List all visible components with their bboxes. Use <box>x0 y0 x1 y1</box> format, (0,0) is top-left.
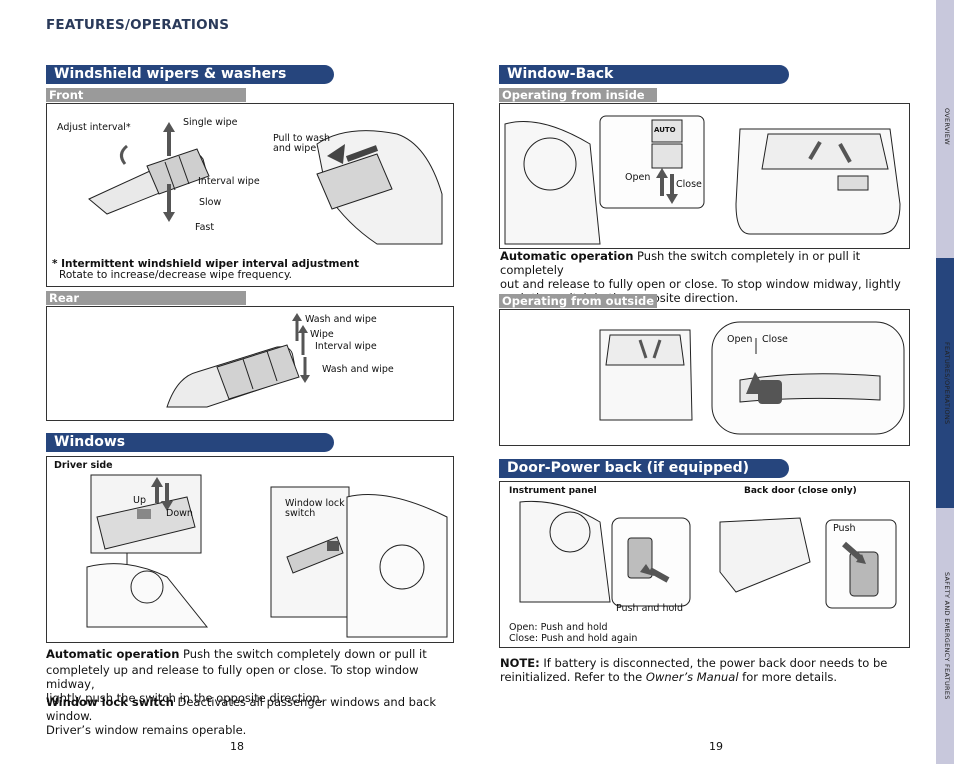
front-wiper-illustration <box>88 122 443 245</box>
rear-interval-label: Interval wipe <box>315 341 377 352</box>
windows-auto-text-1: Push the switch completely down or pull … <box>179 647 427 661</box>
interval-wipe-label: Interval wipe <box>198 176 260 187</box>
inside-subhead: Operating from inside <box>499 88 657 102</box>
windows-figure: Driver side Up Down Window lock switch <box>46 456 454 643</box>
window-up-label: Up <box>133 495 146 506</box>
window-lock-paragraph: Window lock switch Deactivates all passe… <box>46 695 456 737</box>
inside-open-label: Open <box>625 172 651 183</box>
interval-note-title: * Intermittent windshield wiper interval… <box>52 258 360 270</box>
wipers-section-title: Windshield wipers & washers <box>46 65 334 84</box>
page-number-right: 19 <box>709 740 723 753</box>
rear-wash-wipe-label-2: Wash and wipe <box>322 364 394 375</box>
inside-illustration <box>504 115 901 245</box>
window-back-auto-text-2: out and release to fully open or close. … <box>500 277 901 291</box>
outside-close-label: Close <box>762 334 788 345</box>
inside-figure: AUTO Open Close <box>499 103 910 249</box>
window-lock-label-2: switch <box>285 508 316 519</box>
window-down-label: Down <box>166 508 193 519</box>
power-back-figure: Instrument panel Back door (close only) … <box>499 481 910 648</box>
front-wiper-figure: Adjust interval* Single wipe Pull to was… <box>46 103 454 287</box>
windows-illustration <box>86 474 448 638</box>
window-lock-text-1: Deactivates all passenger windows and ba… <box>46 695 436 723</box>
window-back-auto-text-1: Push the switch completely in or pull it… <box>500 249 861 277</box>
window-back-auto-term: Automatic operation <box>500 249 634 263</box>
fast-label: Fast <box>195 222 215 233</box>
active-section-tab <box>936 258 954 508</box>
sidebar-tab-overview[interactable]: OVERVIEW <box>943 108 951 146</box>
owners-manual-ref: Owner’s Manual <box>645 670 739 684</box>
power-close-label: Close: Push and hold again <box>509 633 638 644</box>
outside-subhead: Operating from outside <box>499 294 657 308</box>
pull-wash-label-2: and wipe <box>273 143 317 154</box>
windows-auto-term: Automatic operation <box>46 647 180 661</box>
pull-wash-label-1: Pull to wash <box>273 133 330 144</box>
instrument-panel-label: Instrument panel <box>509 486 597 496</box>
outside-illustration <box>599 321 905 435</box>
sidebar-tab-features[interactable]: FEATURES/OPERATIONS <box>943 342 951 425</box>
inside-close-label: Close <box>676 179 702 190</box>
rear-wash-wipe-label-1: Wash and wipe <box>305 314 377 325</box>
note-term: NOTE: <box>500 656 540 670</box>
windows-auto-paragraph: Automatic operation Push the switch comp… <box>46 647 456 705</box>
windows-auto-text-3: lightly push the switch in the opposite … <box>46 691 324 705</box>
front-subhead: Front <box>46 88 246 102</box>
single-wipe-label: Single wipe <box>183 117 238 128</box>
rear-subhead: Rear <box>46 291 246 305</box>
power-back-note: NOTE: If battery is disconnected, the po… <box>500 656 912 684</box>
note-text-2a: reinitialized. Refer to the <box>500 670 646 684</box>
driver-side-label: Driver side <box>54 460 113 471</box>
window-lock-term: Window lock switch <box>46 695 174 709</box>
rear-wiper-illustration <box>166 313 310 408</box>
windows-section-title: Windows <box>46 433 334 452</box>
auto-switch-label: AUTO <box>654 126 676 134</box>
window-lock-label-1: Window lock <box>285 498 345 509</box>
page-header: FEATURES/OPERATIONS <box>46 17 230 33</box>
interval-note-text: Rotate to increase/decrease wipe frequen… <box>59 269 293 281</box>
note-text-1: If battery is disconnected, the power ba… <box>539 656 888 670</box>
rear-wiper-figure: Wash and wipe Wipe Interval wipe Wash an… <box>46 306 454 421</box>
page-number-left: 18 <box>230 740 244 753</box>
power-back-illustration <box>519 500 897 609</box>
slow-label: Slow <box>199 197 222 208</box>
push-hold-label: Push and hold <box>616 603 683 614</box>
back-door-label: Back door (close only) <box>744 486 857 496</box>
power-back-section-title: Door-Power back (if equipped) <box>499 459 789 478</box>
sidebar-tab-safety[interactable]: SAFETY AND EMERGENCY FEATURES <box>943 572 951 700</box>
rear-wipe-label: Wipe <box>310 329 334 340</box>
window-back-section-title: Window-Back <box>499 65 789 84</box>
note-text-2b: for more details. <box>738 670 838 684</box>
outside-figure: Open Close <box>499 309 910 446</box>
power-open-label: Open: Push and hold <box>509 622 608 633</box>
window-lock-text-2: Driver’s window remains operable. <box>46 723 247 737</box>
outside-open-label: Open <box>727 334 753 345</box>
windows-auto-text-2: completely up and release to fully open … <box>46 663 419 691</box>
adjust-interval-label: Adjust interval* <box>57 122 131 133</box>
push-label: Push <box>833 523 856 534</box>
